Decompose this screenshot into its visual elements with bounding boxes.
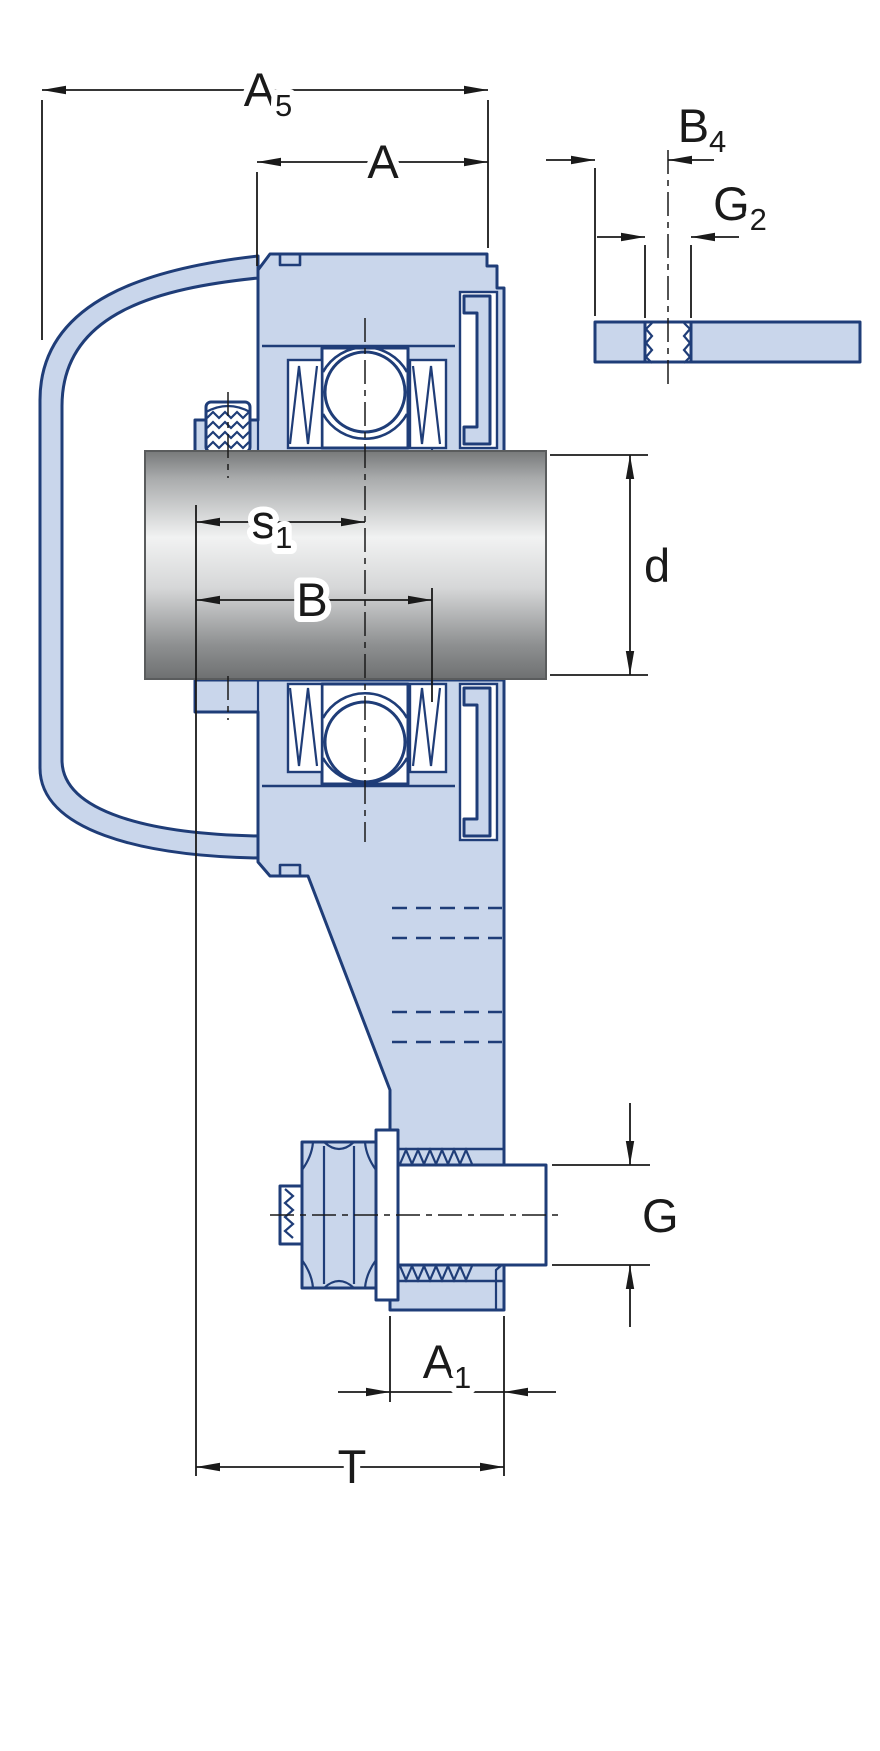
detail-thread-right: [682, 322, 692, 364]
seal-lower-left: [288, 687, 319, 767]
dim-a: A: [256, 129, 488, 266]
raceway-lower-top: [321, 691, 409, 719]
dim-label-g2: G2: [713, 177, 767, 237]
clip-notch-top: [278, 254, 302, 267]
dim-a5: A5: [41, 57, 488, 340]
clip-notch-bottom: [278, 863, 302, 876]
seal-upper-left: [288, 365, 319, 445]
dim-d: d: [550, 454, 676, 676]
dim-label-b4: B4: [678, 99, 727, 159]
dim-g2: G2: [597, 171, 773, 318]
dimensions: A5 A B4 G2 s1: [41, 57, 773, 1499]
raceway-upper-top: [321, 345, 409, 373]
dim-b4: B4: [546, 93, 732, 316]
housing-parts: [38, 252, 506, 1312]
dim-s1: s1: [196, 489, 365, 561]
shaft: [144, 450, 547, 680]
housing-lower-foot: [193, 678, 506, 1312]
detail-flange-strip: [593, 320, 862, 364]
seal-pocket-upper-right: [408, 358, 448, 450]
dim-t: T: [196, 1434, 504, 1499]
dim-label-s1: s1: [252, 495, 293, 555]
nut-chamfer-top: [301, 1141, 377, 1171]
cover-strip-lower: [462, 686, 492, 838]
bolt-end-thread: [283, 1188, 295, 1239]
bolt-thread-top: [398, 1147, 474, 1167]
dim-label-a1: A1: [423, 1335, 472, 1395]
flange-detail-view: [593, 320, 862, 364]
dim-label-a5: A5: [244, 63, 293, 123]
bolt-thread-bottom: [398, 1263, 474, 1283]
dim-a1: A1: [338, 1316, 556, 1402]
dim-label-g: G: [642, 1189, 679, 1242]
nut-chamfer-bottom: [301, 1259, 377, 1289]
dim-label-a: A: [367, 135, 399, 188]
cover-strip-upper: [462, 294, 492, 446]
seal-pocket-lower-right: [408, 682, 448, 774]
dim-label-t: T: [338, 1440, 367, 1493]
dim-label-d: d: [644, 539, 670, 592]
seal-upper-right: [411, 365, 442, 445]
seal-lower-right: [411, 687, 442, 767]
raceway-upper-bottom: [321, 413, 409, 441]
center-lines: [227, 150, 669, 1216]
dim-g: G: [552, 1103, 685, 1327]
detail-thread-left: [644, 322, 654, 364]
dim-b: B: [196, 567, 433, 702]
dim-label-b: B: [296, 573, 327, 626]
